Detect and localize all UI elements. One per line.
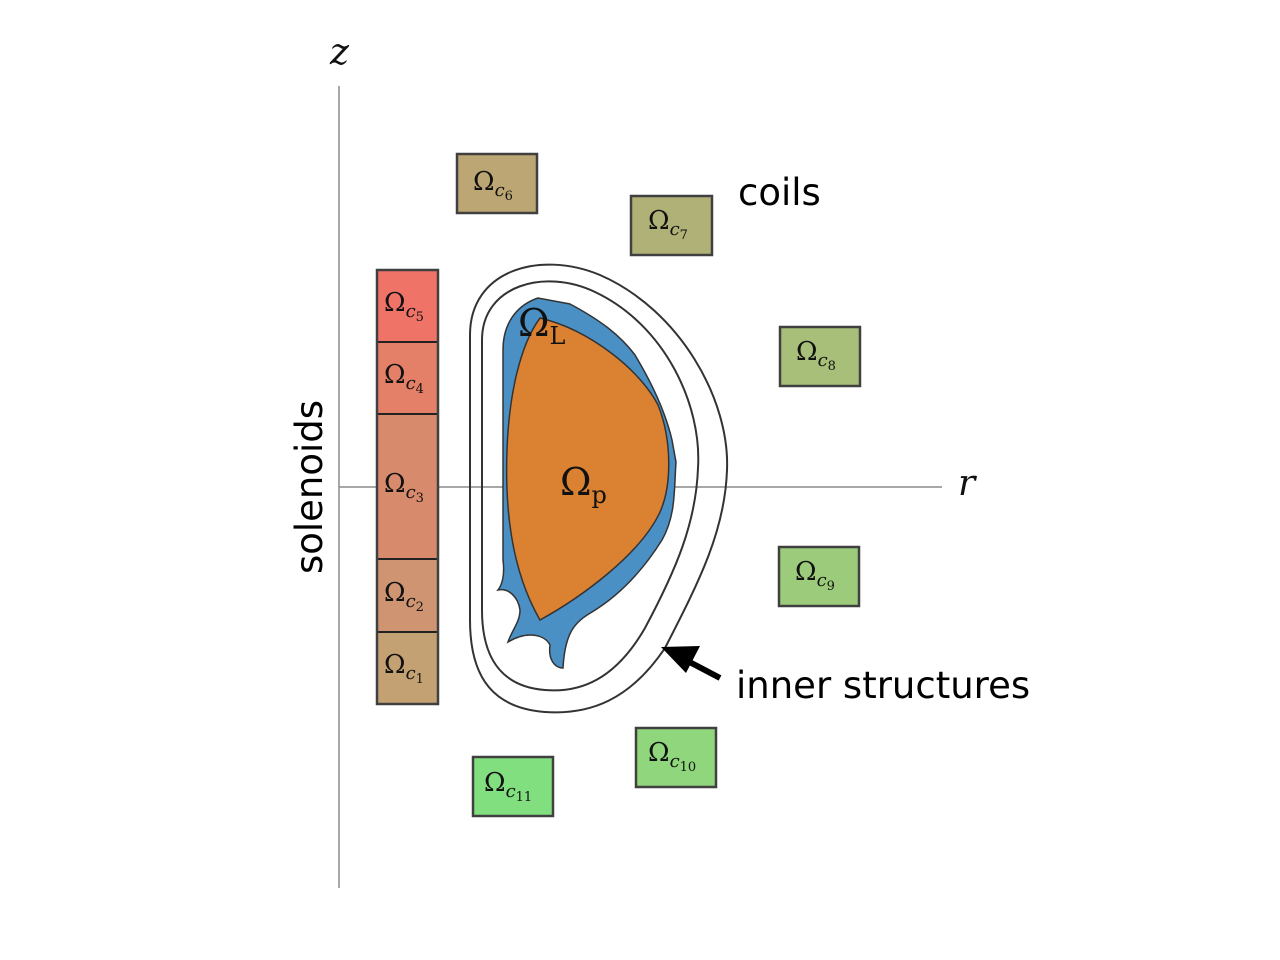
inner-structures-arrow	[661, 646, 722, 681]
coil-label-c8: Ωc8	[796, 337, 836, 374]
coil-label-c10: Ωc10	[648, 738, 696, 775]
vacuum-vessel-inner	[481, 280, 700, 692]
coil-label-c11: Ωc11	[484, 768, 532, 805]
coil-label-c7: Ωc7	[648, 206, 688, 243]
solenoid-label-c5: Ωc5	[384, 288, 424, 325]
solenoid-stack	[375, 268, 440, 706]
solenoid-label-c1: Ωc1	[384, 650, 424, 687]
solenoid-label-c3: Ωc3	[384, 469, 424, 506]
coil-c9: Ωc9	[777, 545, 861, 608]
plasma-region	[505, 317, 670, 622]
plasma-label: Ωp	[560, 460, 607, 509]
coil-c7: Ωc7	[629, 194, 714, 257]
solenoid-label-c2: Ωc2	[384, 578, 424, 615]
coil-label-c6: Ωc6	[473, 167, 513, 204]
solenoids-label: solenoids	[288, 400, 331, 574]
coil-c8: Ωc8	[778, 325, 862, 388]
limiter-label: ΩL	[518, 301, 566, 350]
solenoid-outline	[375, 268, 440, 706]
coil-label-c9: Ωc9	[795, 557, 835, 594]
z-axis-label: z	[329, 32, 350, 73]
coil-c6: Ωc6	[455, 152, 539, 215]
solenoid-label-c4: Ωc4	[384, 360, 424, 397]
inner-structures-label: inner structures	[736, 664, 1030, 707]
coils-label: coils	[738, 171, 821, 214]
r-axis-label: r	[958, 463, 977, 504]
coil-c11: Ωc11	[471, 755, 555, 818]
coil-c10: Ωc10	[634, 726, 718, 789]
vacuum-vessel-outer	[469, 263, 729, 714]
